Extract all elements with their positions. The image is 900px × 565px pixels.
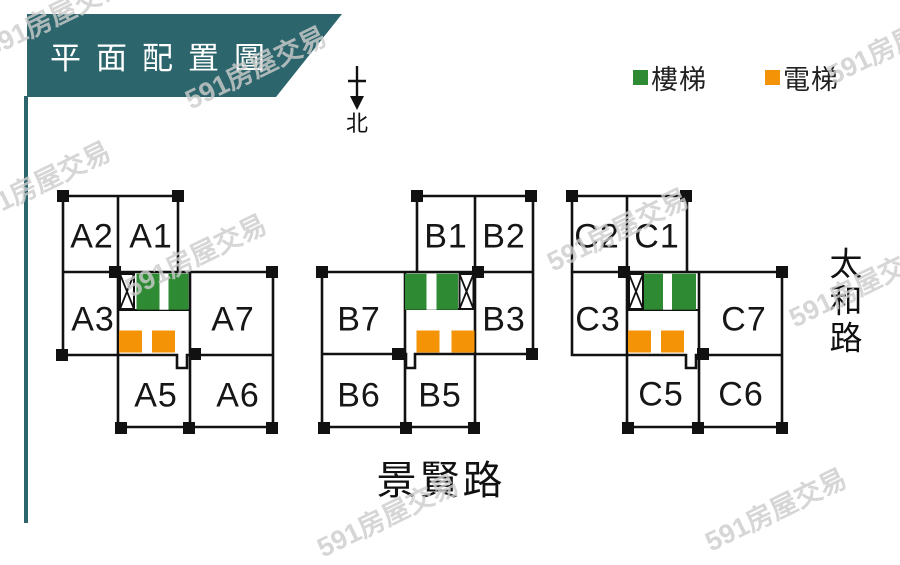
elevator-swatch-icon — [765, 70, 780, 85]
block-a — [56, 190, 278, 434]
elevator-1 — [416, 330, 440, 353]
unit-label-b6: B6 — [337, 376, 381, 415]
elevator-label: 電梯 — [783, 65, 839, 95]
legend: 樓梯 電梯 — [633, 58, 839, 97]
unit-label-c5: C5 — [638, 375, 684, 414]
title-banner: 平面配置圖 — [27, 14, 342, 97]
north-arrow-icon — [348, 66, 366, 110]
legend-item-elevator: 電梯 — [765, 58, 839, 97]
block-c — [566, 190, 788, 434]
block-a-columns — [56, 190, 278, 434]
block-b-walls — [320, 194, 535, 429]
block-b — [316, 190, 538, 434]
unit-label-a6: A6 — [216, 376, 260, 415]
page-title: 平面配置圖 — [50, 41, 280, 76]
stairs-swatch-icon — [633, 70, 648, 85]
unit-label-a1: A1 — [129, 217, 173, 256]
unit-label-c3: C3 — [575, 300, 621, 339]
unit-label-a5: A5 — [134, 376, 178, 415]
unit-label-c2: C2 — [574, 217, 620, 256]
unit-label-a7: A7 — [211, 300, 255, 339]
unit-label-b5: B5 — [418, 376, 462, 415]
elevator-2 — [152, 330, 175, 353]
elevator-1 — [628, 330, 651, 353]
unit-label-c6: C6 — [718, 375, 764, 414]
unit-label-b3: B3 — [482, 300, 526, 339]
north-label: 北 — [345, 111, 369, 136]
elevator-2 — [661, 330, 684, 353]
unit-label-c1: C1 — [634, 217, 680, 256]
stairs-label: 樓梯 — [651, 65, 707, 95]
block-b-columns — [316, 190, 538, 434]
unit-label-b1: B1 — [424, 217, 468, 256]
floorplan-drawing — [56, 190, 788, 434]
road-label-bottom: 景賢路 — [376, 459, 506, 503]
block-c-columns — [566, 190, 788, 434]
unit-label-c7: C7 — [721, 300, 767, 339]
unit-label-a3: A3 — [71, 300, 115, 339]
unit-label-a2: A2 — [70, 217, 114, 256]
unit-label-b7: B7 — [337, 300, 381, 339]
unit-label-b2: B2 — [482, 217, 526, 256]
elevator-1 — [119, 330, 142, 353]
legend-item-stairs: 樓梯 — [633, 58, 707, 97]
elevator-2 — [451, 330, 475, 353]
left-accent-bar — [24, 96, 28, 523]
road-label-right: 太和路 — [825, 246, 862, 358]
